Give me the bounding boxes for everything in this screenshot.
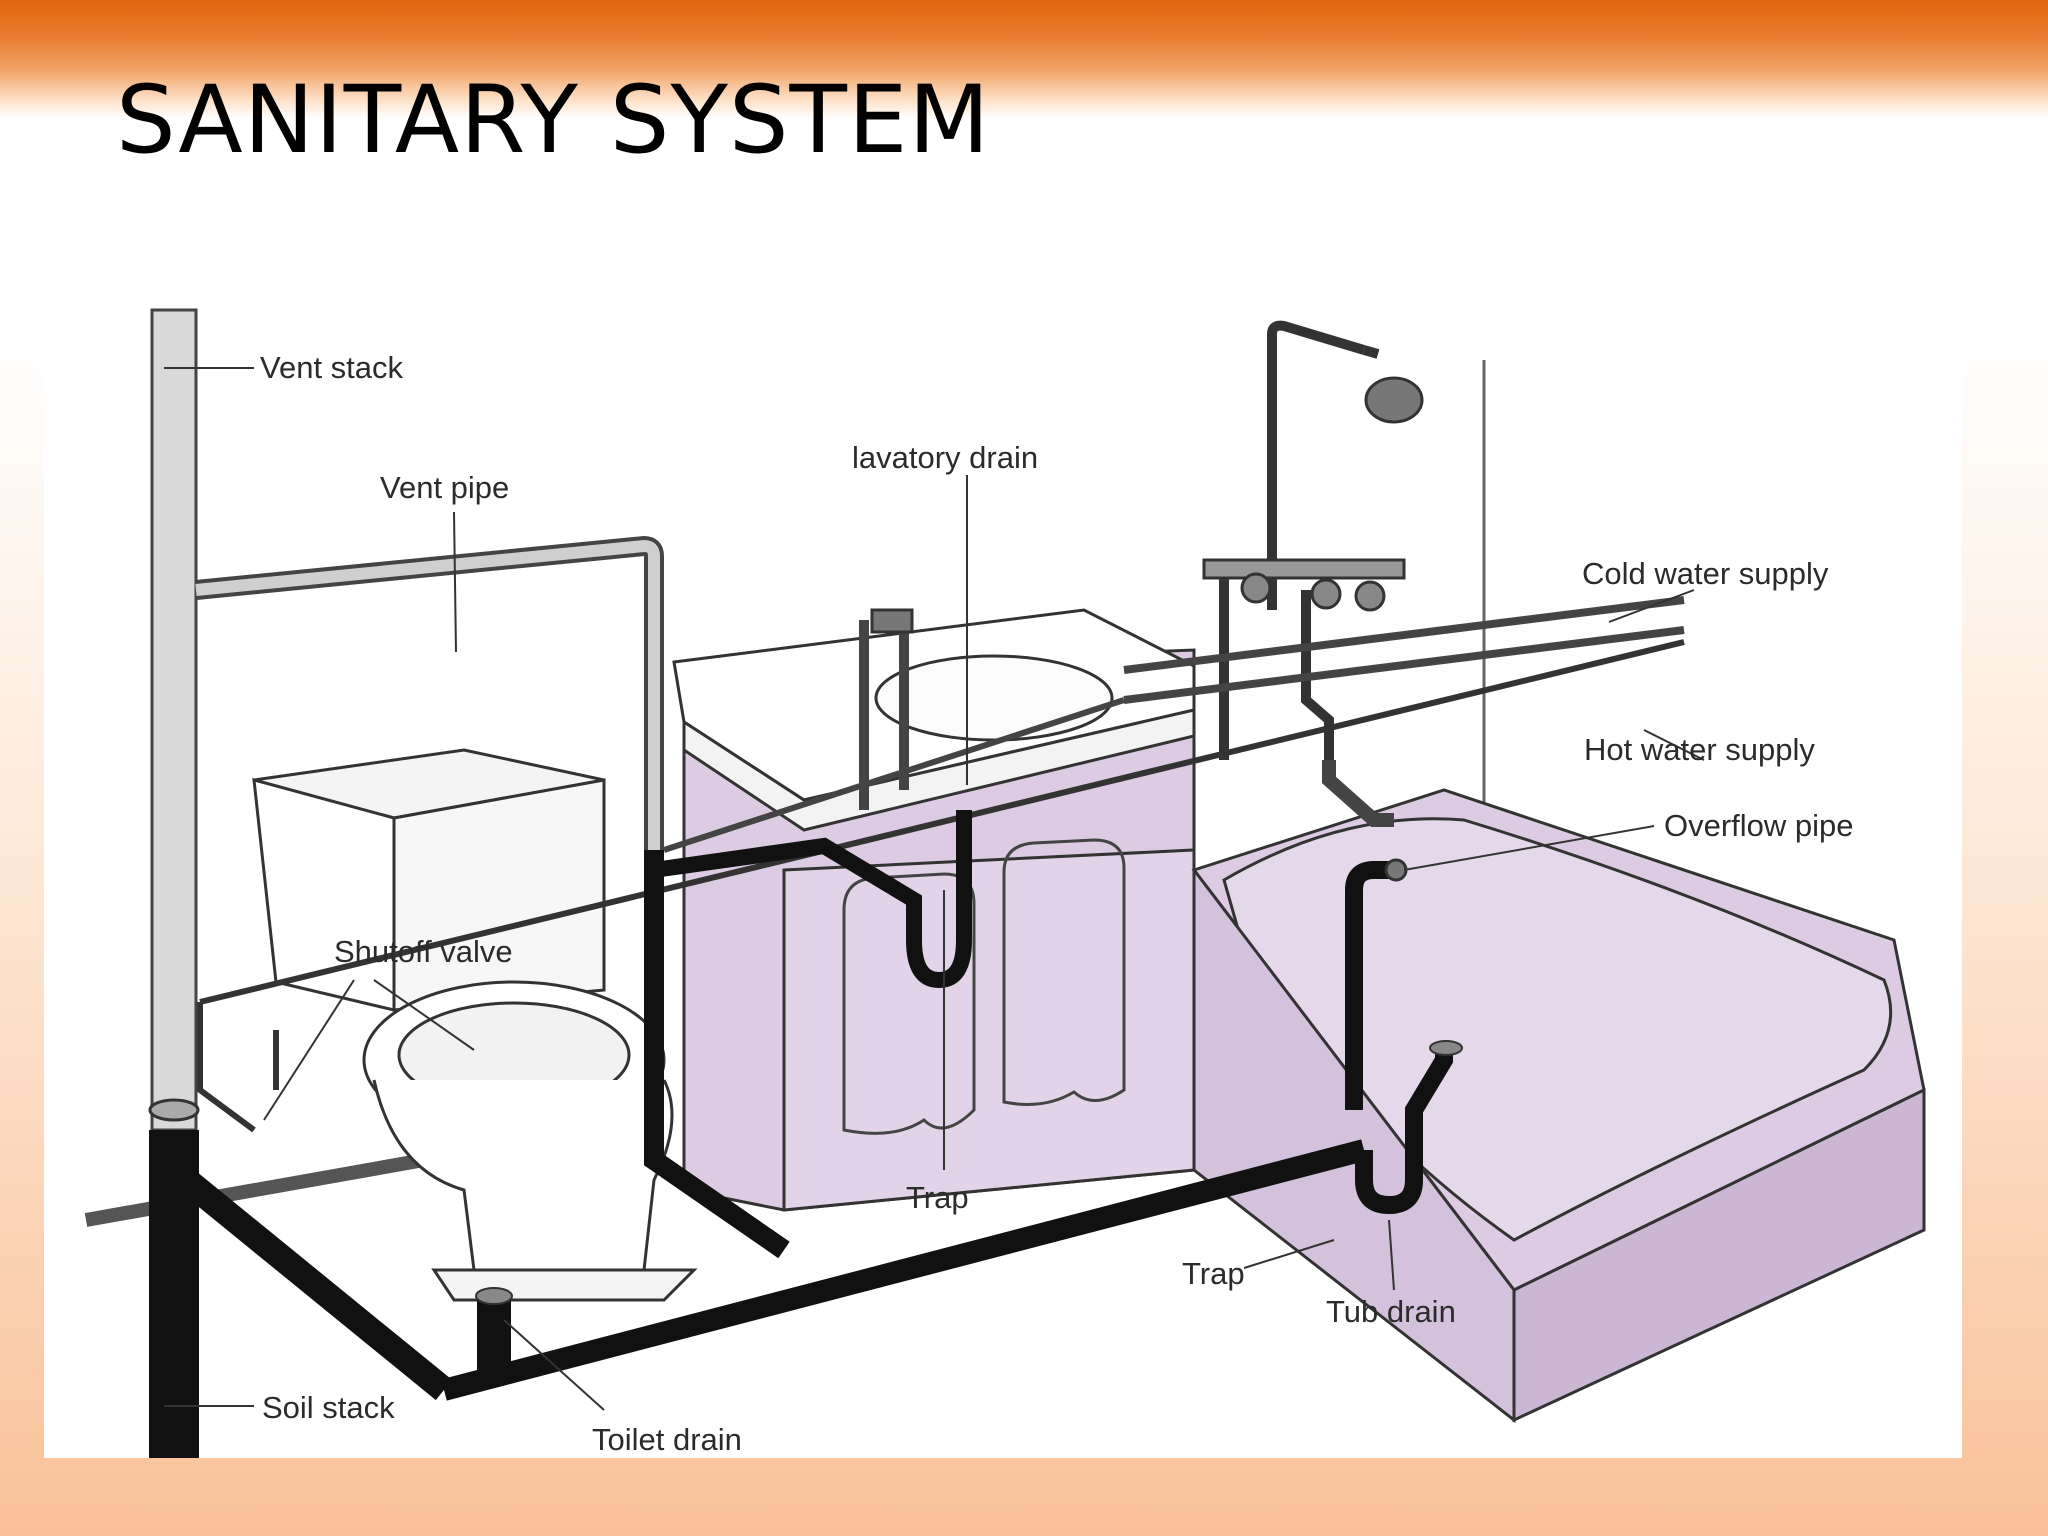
label-shutoff-valve: Shutoff valve xyxy=(334,934,513,969)
label-vent-pipe: Vent pipe xyxy=(380,470,509,505)
slide-title: SANITARY SYSTEM xyxy=(116,66,991,175)
label-trap-tub: Trap xyxy=(1182,1256,1245,1291)
label-vent-stack: Vent stack xyxy=(260,350,404,385)
leader-lines xyxy=(164,367,1705,1411)
label-hot-water-supply: Hot water supply xyxy=(1584,732,1815,767)
label-trap-lavatory: Trap xyxy=(906,1180,969,1215)
label-tub-drain: Tub drain xyxy=(1326,1294,1456,1329)
label-lavatory-drain: lavatory drain xyxy=(852,440,1038,475)
toilet-bowl xyxy=(362,980,698,1302)
label-soil-stack: Soil stack xyxy=(262,1390,395,1425)
toilet-tank xyxy=(252,748,606,1012)
bathtub xyxy=(1191,788,1926,1424)
top-accent-bar xyxy=(0,0,2048,118)
vent-pipe xyxy=(195,535,664,850)
label-overflow-pipe: Overflow pipe xyxy=(1664,808,1854,843)
label-toilet-drain: Toilet drain xyxy=(592,1422,742,1457)
sanitary-system-diagram: Vent stack Vent pipe lavatory drain Cold… xyxy=(44,290,1962,1458)
water-supply-lines xyxy=(197,596,1685,1133)
vent-stack xyxy=(148,308,200,1132)
label-cold-water-supply: Cold water supply xyxy=(1582,556,1829,591)
shower-head xyxy=(1267,320,1424,610)
drain-pipes xyxy=(149,810,1463,1458)
